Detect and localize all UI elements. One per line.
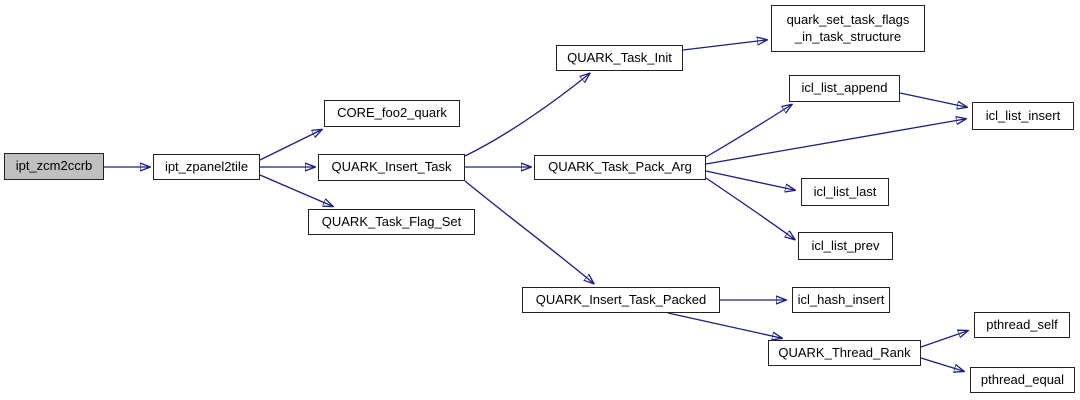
- edge-quark_task_pack_arg-to-icl_list_insert: [705, 119, 965, 165]
- node-quark-task-pack-arg[interactable]: QUARK_Task_Pack_Arg: [534, 155, 706, 180]
- node-pthread-self[interactable]: pthread_self: [974, 312, 1070, 338]
- node-quark-insert-task[interactable]: QUARK_Insert_Task: [318, 154, 465, 181]
- node-icl-hash-insert[interactable]: icl_hash_insert: [792, 287, 890, 313]
- node-quark-insert-task-packed[interactable]: QUARK_Insert_Task_Packed: [522, 287, 720, 313]
- node-core-foo2-quark[interactable]: CORE_foo2_quark: [324, 100, 460, 127]
- node-pthread-equal[interactable]: pthread_equal: [970, 367, 1075, 393]
- node-ipt-zcm2ccrb: ipt_zcm2ccrb: [4, 153, 104, 180]
- node-quark-thread-rank[interactable]: QUARK_Thread_Rank: [768, 340, 921, 366]
- edge-ipt_zpanel2tile-to-core_foo2_quark: [259, 130, 321, 161]
- node-icl-list-append[interactable]: icl_list_append: [789, 75, 900, 102]
- edge-quark_task_init-to-quark_set_task_flags: [682, 40, 766, 51]
- node-ipt-zpanel2tile[interactable]: ipt_zpanel2tile: [153, 154, 260, 180]
- edge-quark_insert_task-to-quark_task_init: [464, 74, 589, 157]
- edge-icl_list_append-to-icl_list_insert: [899, 92, 966, 107]
- node-quark-set-task-flags-in-task-structure[interactable]: quark_set_task_flags _in_task_structure: [771, 5, 925, 52]
- edge-ipt_zpanel2tile-to-quark_task_flag_set: [259, 174, 332, 206]
- edge-quark_thread_rank-to-pthread_self: [920, 331, 967, 348]
- edge-quark_insert_task_packed-to-quark_thread_rank: [667, 312, 781, 338]
- edge-quark_task_pack_arg-to-icl_list_append: [705, 105, 791, 158]
- node-icl-list-prev[interactable]: icl_list_prev: [798, 232, 893, 260]
- edge-quark_task_pack_arg-to-icl_list_last: [705, 170, 794, 190]
- edge-quark_thread_rank-to-pthread_equal: [920, 357, 963, 371]
- node-icl-list-last[interactable]: icl_list_last: [801, 178, 889, 206]
- edge-quark_insert_task-to-quark_insert_task_packed: [464, 180, 593, 283]
- node-icl-list-insert[interactable]: icl_list_insert: [972, 102, 1074, 130]
- node-quark-task-init[interactable]: QUARK_Task_Init: [556, 45, 683, 71]
- edge-quark_task_pack_arg-to-icl_list_prev: [705, 177, 794, 239]
- node-quark-task-flag-set[interactable]: QUARK_Task_Flag_Set: [308, 209, 475, 235]
